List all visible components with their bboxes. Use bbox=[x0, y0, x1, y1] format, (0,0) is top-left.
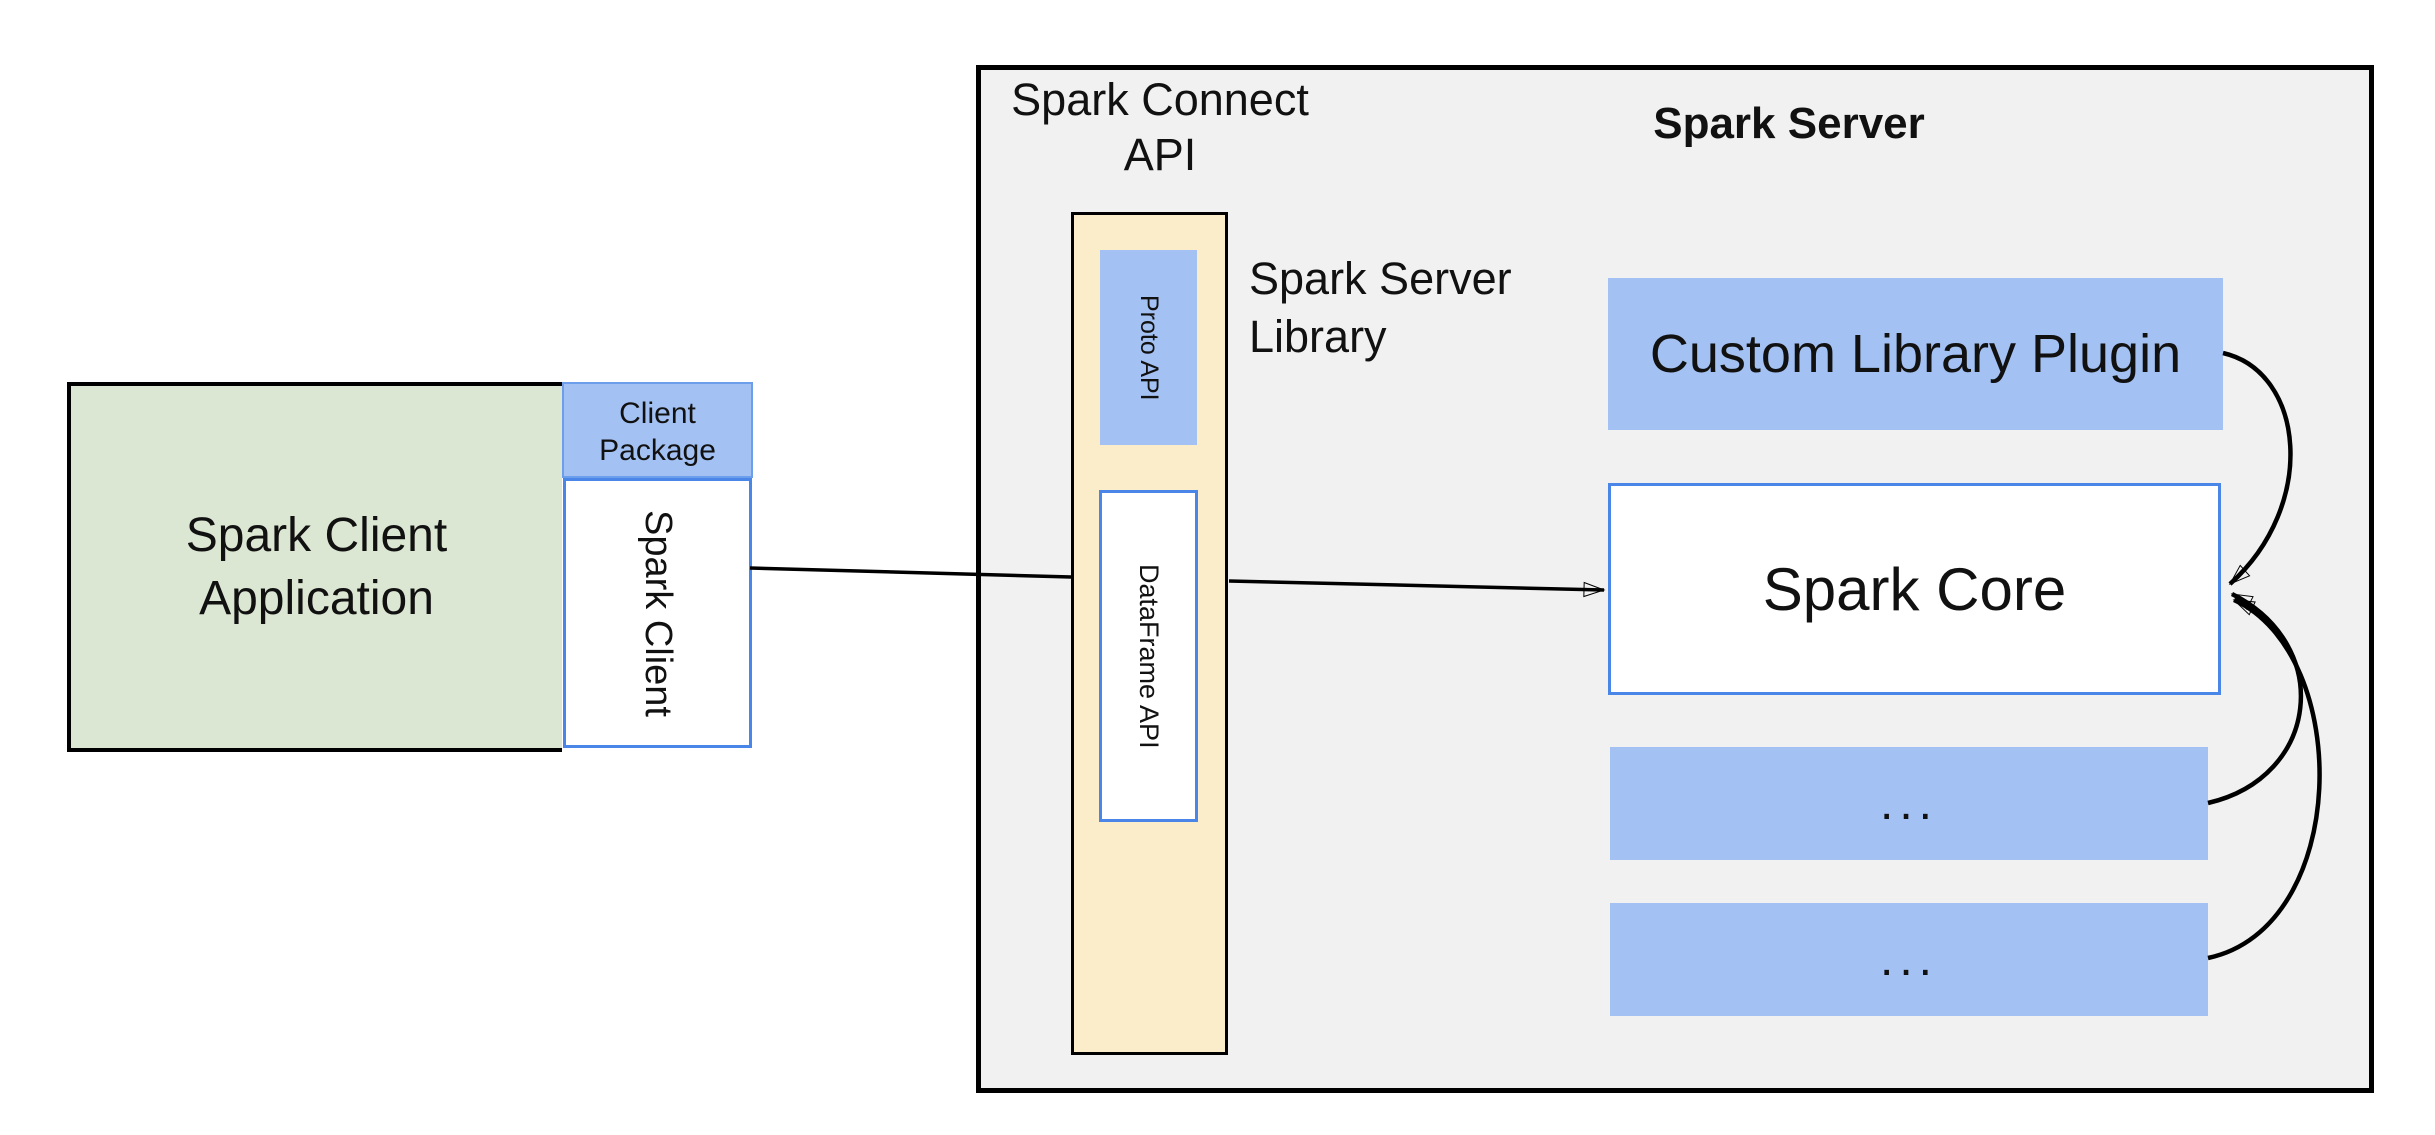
spark-server-library-label-line1: Spark Server bbox=[1249, 253, 1512, 304]
spark-core-box: Spark Core bbox=[1608, 483, 2221, 695]
client-package-label-line2: Package bbox=[599, 434, 716, 467]
client-package-label: Client Package bbox=[599, 395, 716, 469]
client-package-label-line1: Client bbox=[619, 397, 696, 430]
spark-client-application-box: Spark Client Application bbox=[67, 382, 562, 752]
spark-client-box: Spark Client bbox=[563, 478, 752, 748]
spark-server-title: Spark Server bbox=[1653, 99, 1925, 148]
spark-client-application-label-line2: Application bbox=[199, 572, 434, 625]
custom-library-plugin-label: Custom Library Plugin bbox=[1649, 324, 2182, 384]
spark-connect-api-label-line1: Spark Connect bbox=[1011, 74, 1309, 125]
dataframe-api-label: DataFrame API bbox=[1134, 563, 1164, 749]
proto-api-label: Proto API bbox=[1135, 294, 1163, 401]
more-plugins-label-2: ... bbox=[1879, 933, 1938, 986]
proto-api-box: Proto API bbox=[1100, 250, 1197, 445]
spark-core-label: Spark Core bbox=[1762, 555, 2067, 623]
spark-connect-api-label: Spark Connect API bbox=[970, 72, 1350, 182]
spark-client-label: Spark Client bbox=[637, 509, 679, 717]
spark-server-library-label: Spark Server Library bbox=[1249, 250, 1579, 366]
spark-client-application-label: Spark Client Application bbox=[186, 504, 447, 630]
dataframe-api-box: DataFrame API bbox=[1099, 490, 1198, 822]
spark-connect-api-label-line2: API bbox=[1123, 129, 1197, 180]
spark-server-library-label-line2: Library bbox=[1249, 311, 1387, 362]
spark-client-application-label-line1: Spark Client bbox=[185, 509, 448, 562]
client-package-box: Client Package bbox=[562, 382, 753, 478]
custom-library-plugin-box: Custom Library Plugin bbox=[1608, 278, 2223, 430]
more-plugins-label-1: ... bbox=[1879, 777, 1938, 830]
more-plugins-box-2: ... bbox=[1610, 903, 2208, 1016]
more-plugins-box-1: ... bbox=[1610, 747, 2208, 860]
